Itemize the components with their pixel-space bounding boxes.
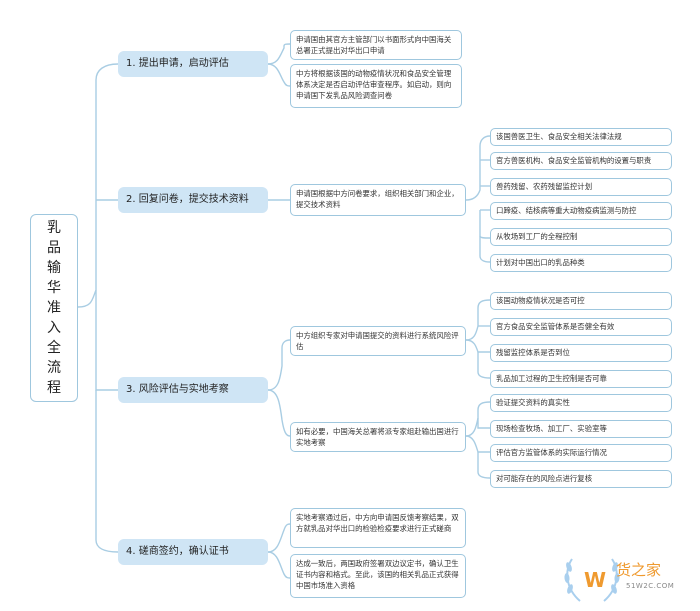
stage-2: 2. 回复问卷，提交技术资料 [118,187,268,213]
watermark-text: 货之家 [616,561,662,579]
laurel-icon: W [564,558,620,602]
root-title: 乳品输华准入全流程 [47,220,61,396]
stage-1-detail-2: 中方将根据该国的动物疫情状况和食品安全管理体系决定是否启动评估审查程序。如启动，… [290,64,462,108]
stage-3-item-b-4: 对可能存在的风险点进行复核 [490,470,672,488]
stage-3-item-b-2: 现场检查牧场、加工厂、实验室等 [490,420,672,438]
stage-3-item-a-4: 乳品加工过程的卫生控制是否可靠 [490,370,672,388]
stage-4-detail-2: 达成一致后，两国政府签署双边议定书，确认卫生证书内容和格式。至此，该国的相关乳品… [290,554,466,598]
stage-2-item-5: 从牧场到工厂的全程控制 [490,228,672,246]
watermark-subtext: 51W2C.COM [626,582,675,590]
stage-1: 1. 提出申请，启动评估 [118,51,268,77]
watermark-logo: W 货之家 51W2C.COM [562,551,692,607]
stage-3-item-b-1: 验证提交资料的真实性 [490,394,672,412]
stage-2-item-6: 计划对中国出口的乳品种类 [490,254,672,272]
stage-4-detail-1: 实地考察通过后，中方向申请国反馈考察结果，双方就乳品对华出口的检验检疫要求进行正… [290,508,466,548]
svg-text:W: W [584,568,606,592]
stage-3-detail-1: 中方组织专家对申请国提交的资料进行系统风险评估 [290,326,466,356]
stage-3-detail-2: 如有必要，中国海关总署将派专家组赴输出国进行实地考察 [290,422,466,452]
stage-3-item-b-3: 评估官方监管体系的实际运行情况 [490,444,672,462]
stage-2-item-2: 官方兽医机构、食品安全监管机构的设置与职责 [490,152,672,170]
root-node: 乳品输华准入全流程 [30,214,78,402]
stage-3-item-a-1: 该国动物疫情状况是否可控 [490,292,672,310]
stage-3-item-a-2: 官方食品安全监管体系是否健全有效 [490,318,672,336]
stage-3-item-a-3: 残留监控体系是否到位 [490,344,672,362]
stage-4: 4. 磋商签约，确认证书 [118,539,268,565]
stage-2-item-3: 兽药残留、农药残留监控计划 [490,178,672,196]
stage-2-detail-1: 申请国根据中方问卷要求，组织相关部门和企业，提交技术资料 [290,184,466,216]
stage-2-item-1: 该国兽医卫生、食品安全相关法律法规 [490,128,672,146]
stage-3: 3. 风险评估与实地考察 [118,377,268,403]
stage-1-detail-1: 申请国由其官方主管部门以书面形式向中国海关总署正式提出对华出口申请 [290,30,462,60]
stage-2-item-4: 口蹄疫、结核病等重大动物疫病监测与防控 [490,202,672,220]
